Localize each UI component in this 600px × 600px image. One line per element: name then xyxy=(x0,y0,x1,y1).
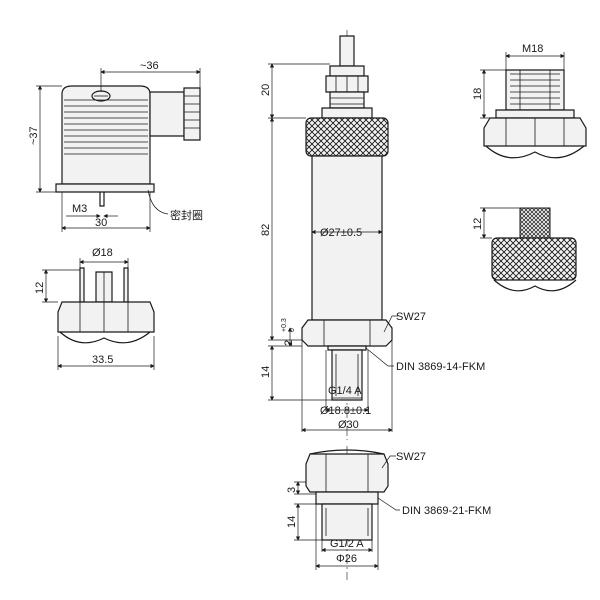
m12-height-label: 12 xyxy=(472,218,484,230)
base-height-label: 12 xyxy=(34,282,46,294)
hex-diameter-label: Ø30 xyxy=(338,419,359,431)
half-inch-seal-label: DIN 3869-21-FKM xyxy=(402,505,491,517)
m18-height-label: 18 xyxy=(472,88,484,100)
half-inch-diameter-label: Φ26 xyxy=(336,553,357,565)
connector-base-view: Ø18 12 33.5 xyxy=(34,247,155,370)
body-diameter-label: Ø27±0.5 xyxy=(320,227,362,239)
m18-thread-label: M18 xyxy=(522,43,543,55)
connector-width-label: ~36 xyxy=(140,60,159,72)
thread-length-label: 14 xyxy=(260,366,272,378)
base-width-label: 33.5 xyxy=(92,354,113,366)
connector-height-label: ~37 xyxy=(28,126,40,145)
half-inch-thread-label: G1/2 A xyxy=(330,538,364,550)
body-length-label: 82 xyxy=(260,224,272,236)
screw-label: M3 xyxy=(72,203,87,215)
tolerance-upper: +0.3 xyxy=(281,318,288,332)
base-diameter-label: Ø18 xyxy=(92,247,113,259)
seal-standard-label: DIN 3869-14-FKM xyxy=(396,361,485,373)
thread-offset-label: 2 xyxy=(283,340,295,346)
cable-height-label: 20 xyxy=(260,84,272,96)
m12-variant-view: 12 xyxy=(472,207,577,292)
din-connector-view: ~36 ~37 M3 30 密封圈 xyxy=(28,60,203,232)
connector-depth-label: 30 xyxy=(95,217,107,229)
collar-label: 3 xyxy=(286,487,298,493)
tolerance-lower: 0 xyxy=(289,328,296,332)
pressure-sensor-view: 20 82 2 +0.3 0 14 Ø27±0.5 SW27 DIN 3869-… xyxy=(260,30,485,440)
seal-label: 密封圈 xyxy=(170,208,203,222)
thread-label: G1/4 A xyxy=(328,385,362,397)
m18-variant-view: M18 18 xyxy=(472,43,587,159)
half-inch-variant-view: SW27 DIN 3869-21-FKM 3 14 G1/2 A Φ26 xyxy=(286,446,491,580)
half-inch-length-label: 14 xyxy=(286,516,298,528)
wrench-size-label: SW27 xyxy=(396,311,426,323)
half-inch-wrench-label: SW27 xyxy=(396,451,426,463)
seal-diameter-label: Ø18.8±0.1 xyxy=(320,405,371,417)
